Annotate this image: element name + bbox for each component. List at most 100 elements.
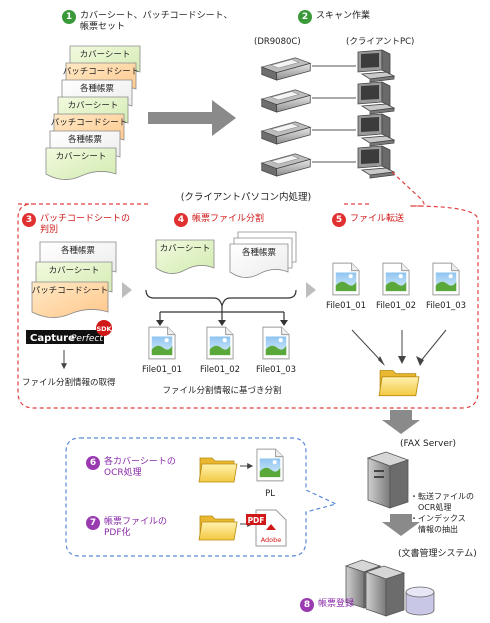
scanner-icon-1 (261, 57, 311, 81)
split-file-icon-2 (206, 326, 234, 360)
stack-sheet-4-label: カバーシート (68, 101, 119, 111)
transfer-files: File01_01 File01_02 File01_03 (326, 262, 466, 311)
stack-sheet-5-label: パッチコードシート (51, 118, 128, 128)
pdf-badge-text: PDF (248, 516, 265, 525)
transfer-file-name-1: File01_01 (326, 301, 366, 311)
transfer-folder-icon (378, 370, 420, 397)
captureperfect-logo: Capture Perfect SDK (26, 320, 113, 344)
transfer-file-icon-2 (382, 262, 410, 296)
logo-perfect-text: Perfect (71, 334, 103, 344)
step-1-number: 1 (62, 10, 76, 24)
stack-sheet-3-label: 各種帳票 (80, 83, 115, 94)
step-4-number: 4 (174, 213, 188, 227)
step-3-line2: 判別 (40, 225, 59, 235)
split-file-icon-3 (262, 326, 290, 360)
stack-sheet-6-label: 各種帳票 (68, 134, 103, 145)
split-cover-sheet: カバーシート (155, 239, 215, 274)
database-icon (405, 586, 435, 616)
transfer-file-name-3: File01_03 (426, 301, 466, 311)
split-connector (159, 306, 285, 322)
step-3-number: 3 (22, 213, 36, 227)
step-6-line1: 各カバーシートの (104, 457, 176, 467)
fax-server-icon (366, 451, 410, 509)
client-process-boundary (17, 171, 479, 409)
step-6-line2: OCR処理 (104, 468, 142, 478)
doc-system-label: (文書管理システム) (398, 547, 477, 559)
pdf-folder-icon (198, 515, 238, 541)
step-7-line2: PDF化 (104, 528, 131, 538)
patch-stack-sheet-1-label: 各種帳票 (61, 245, 96, 256)
pl-label: PL (265, 489, 275, 499)
step-6-label: 6 各カバーシートの OCR処理 (86, 456, 176, 479)
step-8-number: 8 (300, 598, 314, 612)
step-7-number: 7 (86, 516, 100, 530)
transfer-file-icon-3 (432, 262, 460, 296)
split-cover-sheet-label: カバーシート (160, 244, 211, 254)
step-7-line1: 帳票ファイルの (104, 517, 168, 527)
client-pc-icon-1 (357, 49, 395, 83)
logo-sdk-text: SDK (96, 325, 112, 333)
split-file-name-1: File01_01 (142, 365, 182, 375)
split-file-name-3: File01_03 (256, 365, 296, 375)
client-process-title: (クライアントパソコン内処理) (181, 191, 312, 203)
stack-sheet-7-label: カバーシート (56, 152, 107, 162)
client-pc-icon-2 (357, 81, 395, 115)
split-brace (145, 289, 297, 307)
step-2-label: 2 スキャン作業 (298, 10, 370, 24)
server-note-4: 情報の抽出 (418, 524, 458, 534)
split-caption: ファイル分割情報に基づき分割 (162, 385, 281, 396)
stack-sheet-1-label: カバーシート (80, 50, 131, 60)
step-5-number: 5 (332, 213, 346, 227)
scan-stations (261, 49, 395, 179)
client-pc-icon-3 (357, 113, 395, 147)
split-arrowheads (156, 320, 288, 326)
small-right-arrow (122, 282, 132, 298)
pl-file-icon (256, 448, 284, 482)
adobe-text: Adobe (261, 536, 282, 544)
step-1-label: 1 カバーシート、パッチコードシート、 帳票セット (62, 10, 232, 33)
scanner-icon-4 (261, 153, 311, 177)
big-right-arrow (148, 100, 236, 136)
server-note-2: OCR処理 (418, 502, 451, 512)
pdf-file-icon: PDF Adobe (246, 509, 287, 547)
step-4-label: 4 帳票ファイル分割 (174, 213, 264, 227)
step-1-line1: カバーシート、パッチコードシート、 (80, 11, 233, 21)
step-2-number: 2 (298, 10, 312, 24)
doc-system-servers-icon (344, 559, 406, 617)
ocr-folder-icon (198, 457, 238, 483)
transfer-file-name-2: File01_02 (376, 301, 416, 311)
scanner-icon-3 (261, 121, 311, 145)
scanner-icon-2 (261, 89, 311, 113)
stack-sheet-7: カバーシート (45, 147, 117, 180)
stack-sheet-2-label: パッチコードシート (63, 67, 140, 77)
client-pc-icon-4 (357, 145, 395, 179)
server-note-3: ・インデックス (410, 513, 466, 523)
step-8-label: 8 帳票登録 (300, 598, 354, 612)
split-info-caption: ファイル分割情報の取得 (22, 377, 116, 388)
server-note-1: ・転送ファイルの (410, 491, 474, 501)
patch-stack-sheet-3-label: パッチコードシート (32, 286, 109, 296)
split-files: File01_01 File01_02 File01_03 (142, 326, 296, 375)
fax-server-label: (FAX Server) (400, 439, 456, 449)
step-5-label: 5 ファイル転送 (332, 213, 404, 227)
split-file-icon-1 (148, 326, 176, 360)
server-process-boundary (65, 437, 338, 557)
split-file-name-2: File01_02 (200, 365, 240, 375)
step-1-line2: 帳票セット (80, 22, 126, 32)
step-3-label: 3 パッチコードシートの 判別 (22, 213, 130, 236)
client-pc-label: (クライアントPC) (346, 37, 414, 47)
transfer-file-icon-1 (332, 262, 360, 296)
step-7-label: 7 帳票ファイルの PDF化 (86, 516, 167, 539)
small-right-arrow-2 (306, 282, 316, 298)
step-4-text: 帳票ファイル分割 (192, 214, 265, 224)
step-5-text: ファイル転送 (350, 214, 405, 224)
split-sheets: カバーシート 各種帳票 (155, 231, 297, 278)
patch-stack-sheet-2-label: カバーシート (49, 266, 100, 276)
scanner-label: (DR9080C) (254, 37, 301, 47)
step-2-text: スキャン作業 (316, 11, 371, 21)
split-forms-sheet-label: 各種帳票 (242, 247, 277, 258)
logo-capture-text: Capture (30, 333, 75, 344)
down-big-arrow (382, 410, 420, 434)
